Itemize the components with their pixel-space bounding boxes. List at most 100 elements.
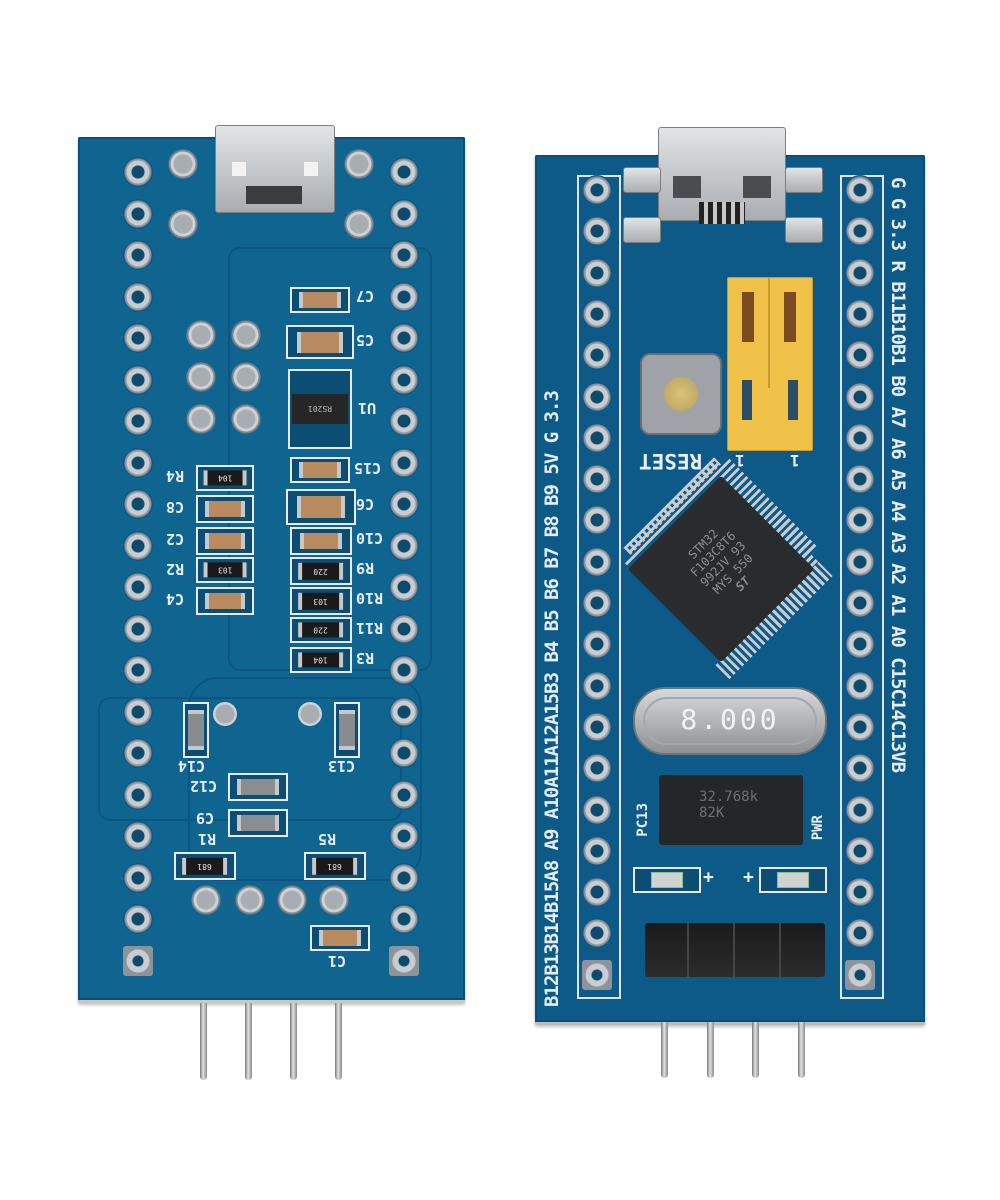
rtc-marking-line: 32.768k [699,789,759,805]
label-c8: C8 [166,498,185,516]
header-pin-pad [123,613,153,644]
header-pin-pad [123,779,153,810]
swd-header[interactable] [645,923,825,977]
pcb-back-side: C7 C5 RS201 U1 C15 C6 C10 220 R9 103 R10… [78,125,465,1003]
header-pin-pad [582,711,612,742]
resistor-r10: 103 [290,587,352,615]
header-pin-pad [123,821,153,851]
header-pin-pad [845,257,875,288]
header-pin-pad [123,696,153,727]
header-pin-pad [389,240,419,270]
header-pin-pad [123,281,153,312]
label-c2: C2 [166,530,185,548]
jumper-pin [742,380,752,420]
header-pin-pad [582,464,612,495]
header-pin-pad [845,546,875,577]
resistor-r11: 220 [290,617,352,643]
label-c9: C9 [196,809,215,827]
header-pin-pad [582,835,612,866]
capacitor-c10 [290,527,352,555]
solder-pad [213,702,237,726]
led-lens [777,872,809,888]
u1-marking: RS201 [292,394,348,424]
usb-tab [232,162,246,176]
header-pin-pad [389,530,419,561]
crystal-marking: 8.000 [680,703,780,736]
solder-pad [186,404,216,434]
capacitor-c12 [228,773,288,801]
reset-button[interactable] [640,353,722,435]
header-pin-pad [389,406,419,436]
header-pin-pad [582,175,612,205]
header-pin-pad [123,530,153,561]
solder-pad [298,702,322,726]
swd-pin [798,1022,805,1078]
capacitor-c7 [290,287,350,313]
usb-tab [304,162,318,176]
label-r5: R5 [318,830,337,848]
header-pin-pad [582,298,612,329]
usb-body [246,186,302,204]
header-pin-pad [582,959,612,990]
header-pin-pad [845,753,875,784]
header-pin-pad [389,738,419,768]
resistor-r4: 104 [196,465,254,491]
header-pin-pad [123,198,153,229]
header-pin-pad [582,794,612,825]
reset-button-cap [664,377,698,411]
led-pc13 [633,867,701,893]
led-lens [651,872,683,888]
header-pin-pad [582,422,612,453]
solder-pad [186,362,216,392]
jumper-contact [784,292,796,342]
label-c4: C4 [166,590,185,608]
header-pin-pad [123,945,153,976]
resistor-r5: 681 [304,852,366,880]
solder-pad [231,320,261,350]
header-pin-pad [582,670,612,701]
header-pin [245,1003,252,1080]
plus-sign: + [703,867,714,888]
resistor-r2: 103 [196,557,254,583]
crystal-rim [643,697,817,745]
header-pin-pad [845,505,875,536]
pin-labels-left: B12B13B14B15A8 A9 A10A11A12A15B3 B4 B5 B… [541,391,563,1007]
capacitor-c2 [196,527,254,555]
header-pin-pad [123,862,153,893]
header-pin-pad [123,447,153,478]
header-pin-pad [582,257,612,288]
jumper-label-boot1: 1 [790,451,800,470]
rtc-crystal-32k: 32.768k 82K [659,775,803,845]
header-pin-pad [123,364,153,395]
capacitor-c14 [183,702,209,758]
header-pin-pad [845,216,875,247]
header-pin-pad [845,340,875,371]
pcb-trace [188,677,422,881]
micro-usb-connector [658,127,786,224]
usb-mount-tab [785,217,823,243]
header-pin-pad [582,381,612,412]
label-r3: R3 [356,649,375,667]
header-pin-pad [389,157,419,187]
header-pin-pad [389,904,419,934]
header-pin-pad [389,323,419,353]
solder-pad [231,404,261,434]
regulator-u1: RS201 [288,369,352,449]
label-r2: R2 [166,560,185,578]
boot-jumpers[interactable] [727,277,813,451]
header-divider [687,923,689,977]
header-pin-pad [389,945,419,976]
capacitor-c8 [196,495,254,523]
header-pin-pad [582,629,612,660]
micro-usb-connector [215,125,335,213]
header-pin-pad [845,381,875,412]
header-pin-pad [123,655,153,685]
header-pin-pad [123,406,153,436]
header-pin-pad [389,489,419,519]
usb-mount-pad [168,209,198,239]
label-c10: C10 [356,529,384,547]
resistor-r3: 104 [290,647,352,673]
led-label-pwr: PWR [810,815,826,841]
usb-mount-tab [623,167,661,193]
rtc-marking-line: 82K [699,805,725,821]
